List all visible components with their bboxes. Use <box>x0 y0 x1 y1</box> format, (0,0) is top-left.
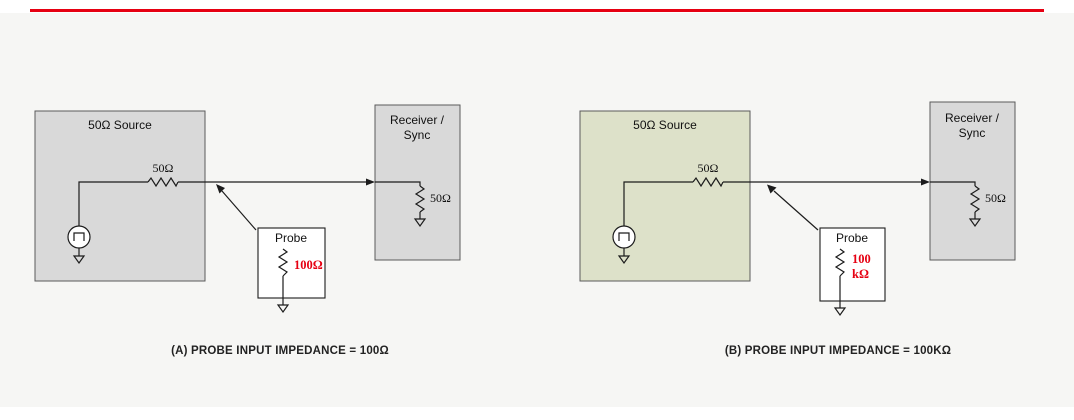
series-resistor-symbol <box>692 176 724 188</box>
probe-pointer-line <box>221 190 257 231</box>
circuit-diagram-a: 50Ω Source 50Ω Receiver / Sync 50Ω Probe… <box>34 104 461 357</box>
source-box-label: 50Ω Source <box>633 118 697 132</box>
series-resistor-label: 50Ω <box>153 161 174 175</box>
pulse-glyph-icon <box>618 232 630 241</box>
series-resistor-symbol <box>147 176 179 188</box>
pulse-source-icon <box>67 225 91 249</box>
pulse-source-icon <box>612 225 636 249</box>
wire <box>78 181 148 226</box>
probe-box-label: Probe <box>836 231 868 245</box>
receiver-box-label-line1: Receiver / <box>390 113 445 127</box>
source-box-label: 50Ω Source <box>88 118 152 132</box>
wire <box>930 181 976 186</box>
caption-a: (A) PROBE INPUT IMPEDANCE = 100Ω <box>171 345 389 357</box>
circuit-diagram-b: 50Ω Source 50Ω Receiver / Sync 50Ω Probe… <box>579 101 1016 357</box>
source-box <box>579 110 751 282</box>
probe-box <box>257 227 326 299</box>
probe-pointer-line <box>773 190 819 231</box>
ground-icon <box>968 218 982 228</box>
wire <box>623 181 693 226</box>
probe-impedance-value-line1: 100 <box>852 252 871 266</box>
termination-resistor-label: 50Ω <box>430 191 451 205</box>
series-resistor-label: 50Ω <box>698 161 719 175</box>
top-red-rule <box>30 9 1044 12</box>
caption-b: (B) PROBE INPUT IMPEDANCE = 100KΩ <box>725 345 951 357</box>
pulse-glyph-icon <box>73 232 85 241</box>
ground-icon <box>413 218 427 228</box>
probe-resistor-symbol <box>834 248 846 277</box>
ground-icon <box>276 304 290 314</box>
termination-resistor-symbol <box>414 185 426 213</box>
ground-icon <box>617 255 631 265</box>
receiver-box-label-line2: Sync <box>959 126 986 140</box>
termination-resistor-label: 50Ω <box>985 191 1006 205</box>
probe-pointer-arrowhead-icon <box>216 184 225 194</box>
arrowhead-icon <box>921 178 930 186</box>
receiver-box-label-line1: Receiver / <box>945 111 1000 125</box>
arrowhead-icon <box>366 178 375 186</box>
probe-box-label: Probe <box>275 231 307 245</box>
probe-resistor-symbol <box>277 248 289 277</box>
probe-pointer-arrowhead-icon <box>767 184 777 194</box>
probe-impedance-value: 100Ω <box>294 258 323 272</box>
receiver-box-label-line2: Sync <box>404 128 431 142</box>
ground-icon <box>833 307 847 317</box>
receiver-box <box>929 101 1016 261</box>
ground-icon <box>72 255 86 265</box>
termination-resistor-symbol <box>969 185 981 213</box>
probe-impedance-value-line2: kΩ <box>852 267 869 281</box>
wire <box>375 181 421 186</box>
source-box <box>34 110 206 282</box>
probe-box <box>819 227 886 302</box>
